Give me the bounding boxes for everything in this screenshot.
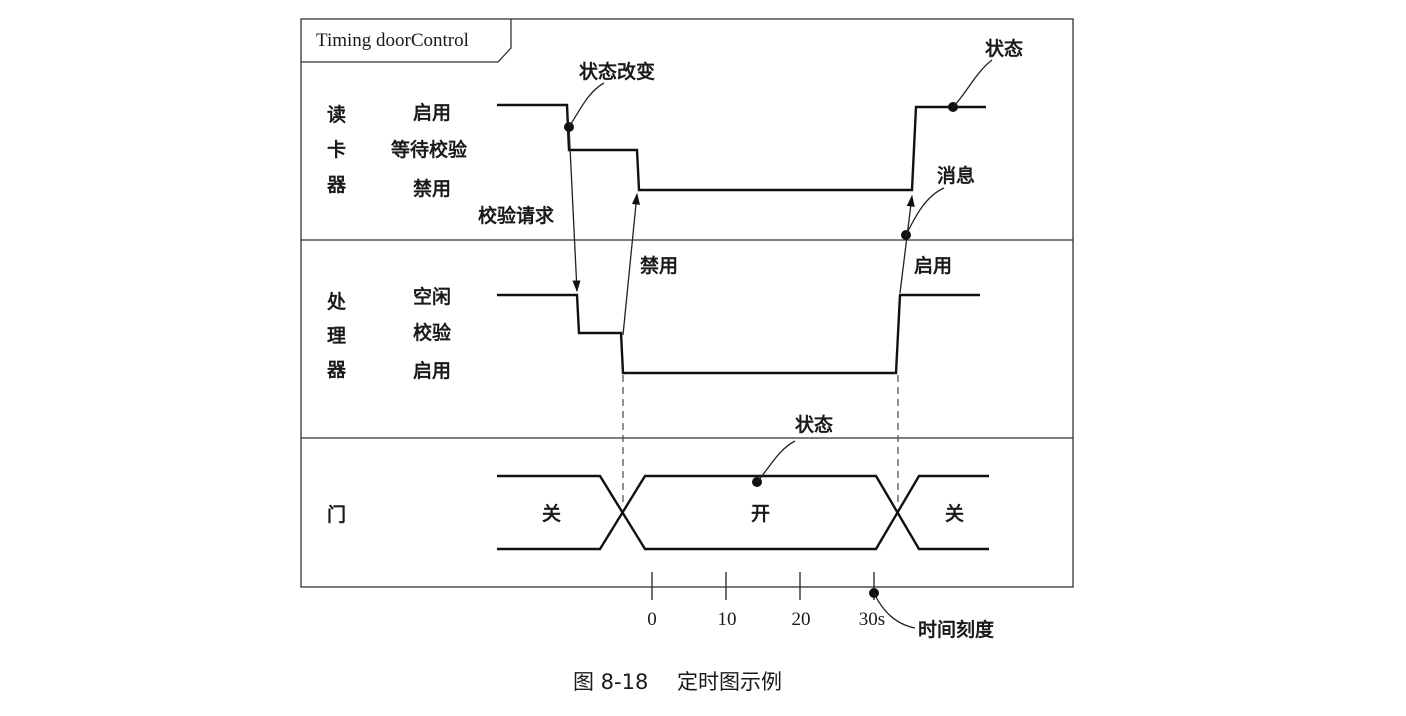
- time-scale-leader: [873, 592, 916, 629]
- door-state-leader: [756, 440, 796, 483]
- door-lane-name: 门: [327, 503, 346, 526]
- figure-number: 图 8-18: [573, 670, 648, 694]
- disable-message-arrow: [622, 192, 641, 336]
- message-leader: [905, 187, 945, 236]
- reader-state-waiting: 等待校验: [390, 138, 468, 161]
- reader-waveform: [497, 103, 986, 192]
- frame-title: Timing doorControl: [316, 30, 469, 51]
- door-state-label: 状态: [795, 413, 833, 436]
- message-label: 消息: [937, 164, 975, 187]
- enable-message-label: 启用: [914, 254, 952, 277]
- reader-state-enabled: 启用: [413, 101, 451, 124]
- state-change-leader: [568, 82, 605, 128]
- processor-lane-name-1: 处: [326, 290, 347, 313]
- door-value-closed-1: 关: [542, 502, 561, 525]
- door-lower-line: [497, 474, 989, 551]
- processor-state-enabled: 启用: [413, 359, 451, 382]
- enable-message-arrow: [899, 194, 915, 294]
- state-change-label: 状态改变: [579, 60, 655, 83]
- door-value-closed-2: 关: [945, 502, 964, 525]
- tick-label-0: 0: [647, 609, 657, 630]
- tick-label-20: 20: [792, 609, 811, 630]
- door-value-open: 开: [751, 503, 770, 525]
- processor-waveform: [497, 293, 980, 375]
- reader-lane-name-1: 读: [327, 103, 346, 126]
- processor-state-verify: 校验: [413, 321, 452, 344]
- tick-label-30s: 30s: [859, 609, 885, 630]
- verify-request-arrow: [568, 126, 581, 293]
- frame-title-tab: [301, 19, 512, 63]
- door-upper-line: [497, 474, 989, 551]
- processor-lane-name-3: 器: [326, 359, 347, 381]
- reader-state-disabled: 禁用: [413, 177, 451, 200]
- diagram-frame: [300, 18, 1074, 588]
- disable-message-label: 禁用: [640, 254, 678, 277]
- reader-lane-name-2: 卡: [327, 138, 346, 161]
- reader-lane-name-3: 器: [326, 174, 347, 196]
- verify-request-label: 校验请求: [478, 204, 555, 227]
- reader-state-leader: [952, 59, 993, 108]
- processor-lane-name-2: 理: [327, 325, 346, 347]
- tick-label-10: 10: [718, 609, 737, 630]
- reader-state-label: 状态: [985, 37, 1023, 60]
- processor-state-idle: 空闲: [413, 285, 451, 308]
- time-scale-label: 时间刻度: [918, 618, 995, 641]
- figure-title: 定时图示例: [677, 670, 782, 694]
